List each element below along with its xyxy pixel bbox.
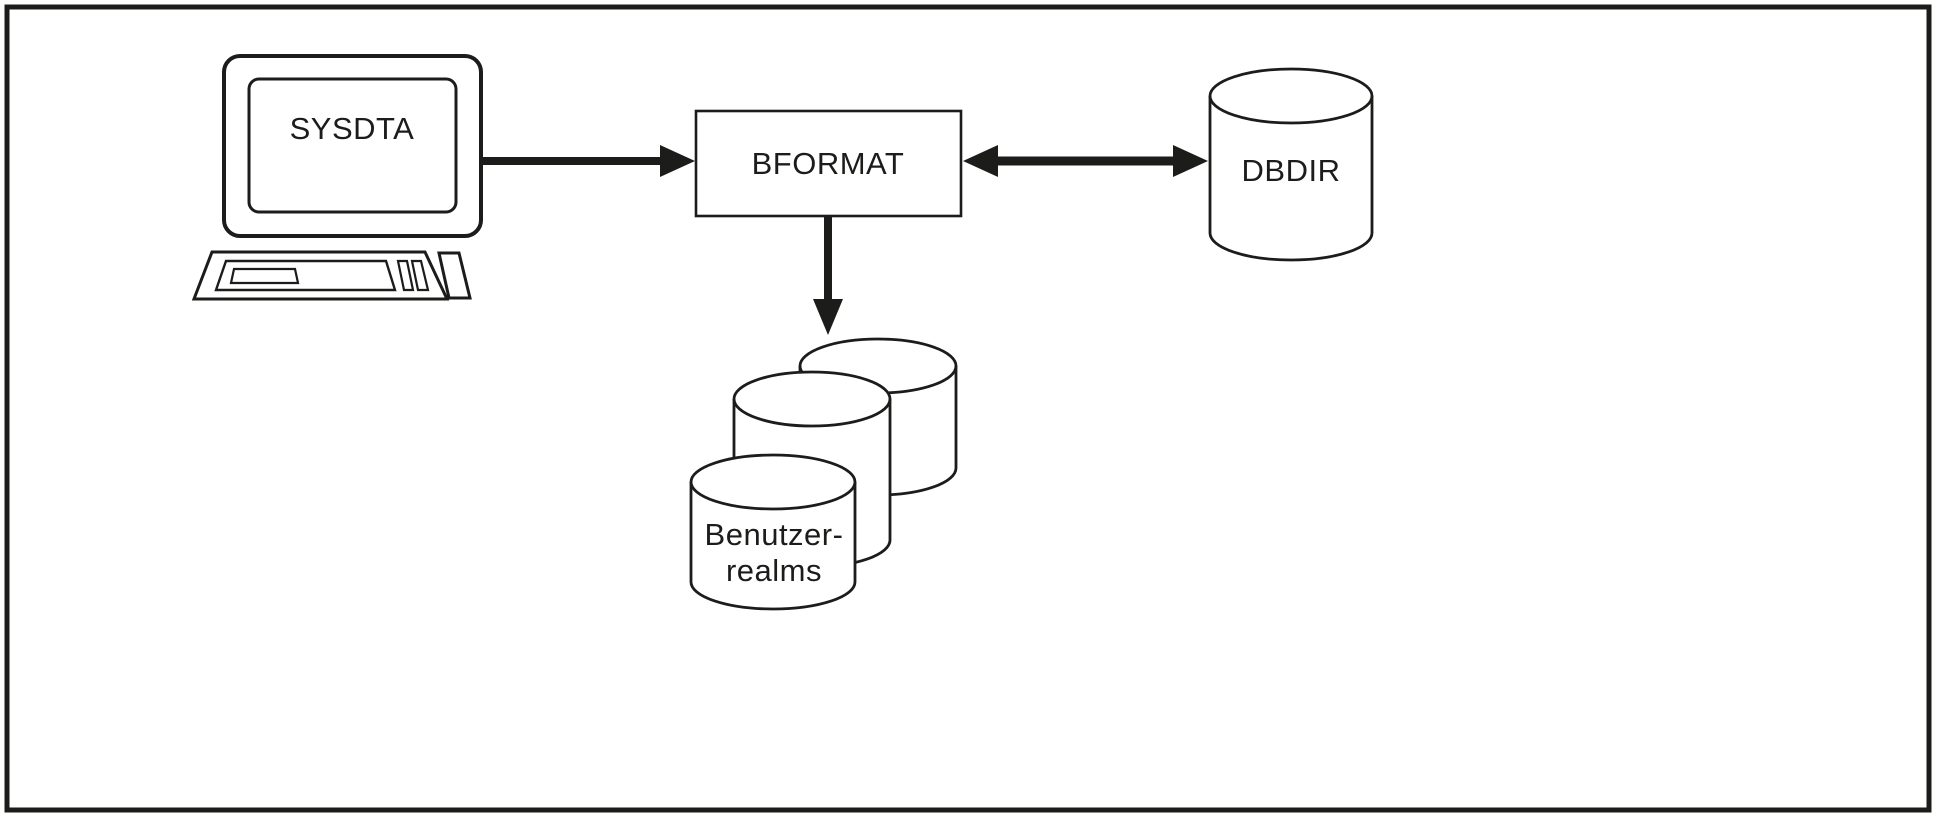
realms-cylinder-stack-icon: Benutzer- realms bbox=[689, 337, 958, 611]
arrow-process-to-realms bbox=[813, 216, 843, 335]
process-rect bbox=[694, 109, 963, 218]
dbdir-label: DBDIR bbox=[1242, 153, 1341, 188]
cylinder-body bbox=[1208, 67, 1374, 262]
terminal-label: SYSDTA bbox=[290, 111, 415, 146]
arrowhead-down-icon bbox=[813, 299, 843, 335]
arrow-terminal-to-process bbox=[482, 145, 695, 177]
keyboard-side-key-2 bbox=[410, 259, 430, 292]
keyboard-side-key-1 bbox=[396, 259, 415, 292]
process-box: BFORMAT bbox=[694, 109, 963, 218]
arrowhead-right-icon bbox=[1173, 145, 1208, 177]
cylinder-rim bbox=[732, 398, 892, 428]
cylinder-body bbox=[689, 453, 857, 611]
terminal-icon: SYSDTA bbox=[191, 54, 483, 301]
arrowhead-left-icon bbox=[963, 145, 998, 177]
arrowhead-right-icon bbox=[660, 145, 695, 177]
realms-cylinder-front: Benutzer- realms bbox=[689, 453, 857, 611]
keyboard-key-block bbox=[229, 267, 300, 285]
dbdir-cylinder-icon: DBDIR bbox=[1208, 67, 1374, 262]
keyboard-side-pad bbox=[437, 251, 472, 300]
monitor-screen bbox=[247, 77, 458, 214]
realms-label-line1: Benutzer- bbox=[705, 517, 844, 552]
realms-label-line2: realms bbox=[726, 553, 822, 588]
arrow-process-dbdir-bidirectional bbox=[963, 145, 1208, 177]
process-label: BFORMAT bbox=[752, 146, 905, 181]
cylinder-rim bbox=[689, 481, 857, 511]
cylinder-rim bbox=[1208, 95, 1374, 125]
